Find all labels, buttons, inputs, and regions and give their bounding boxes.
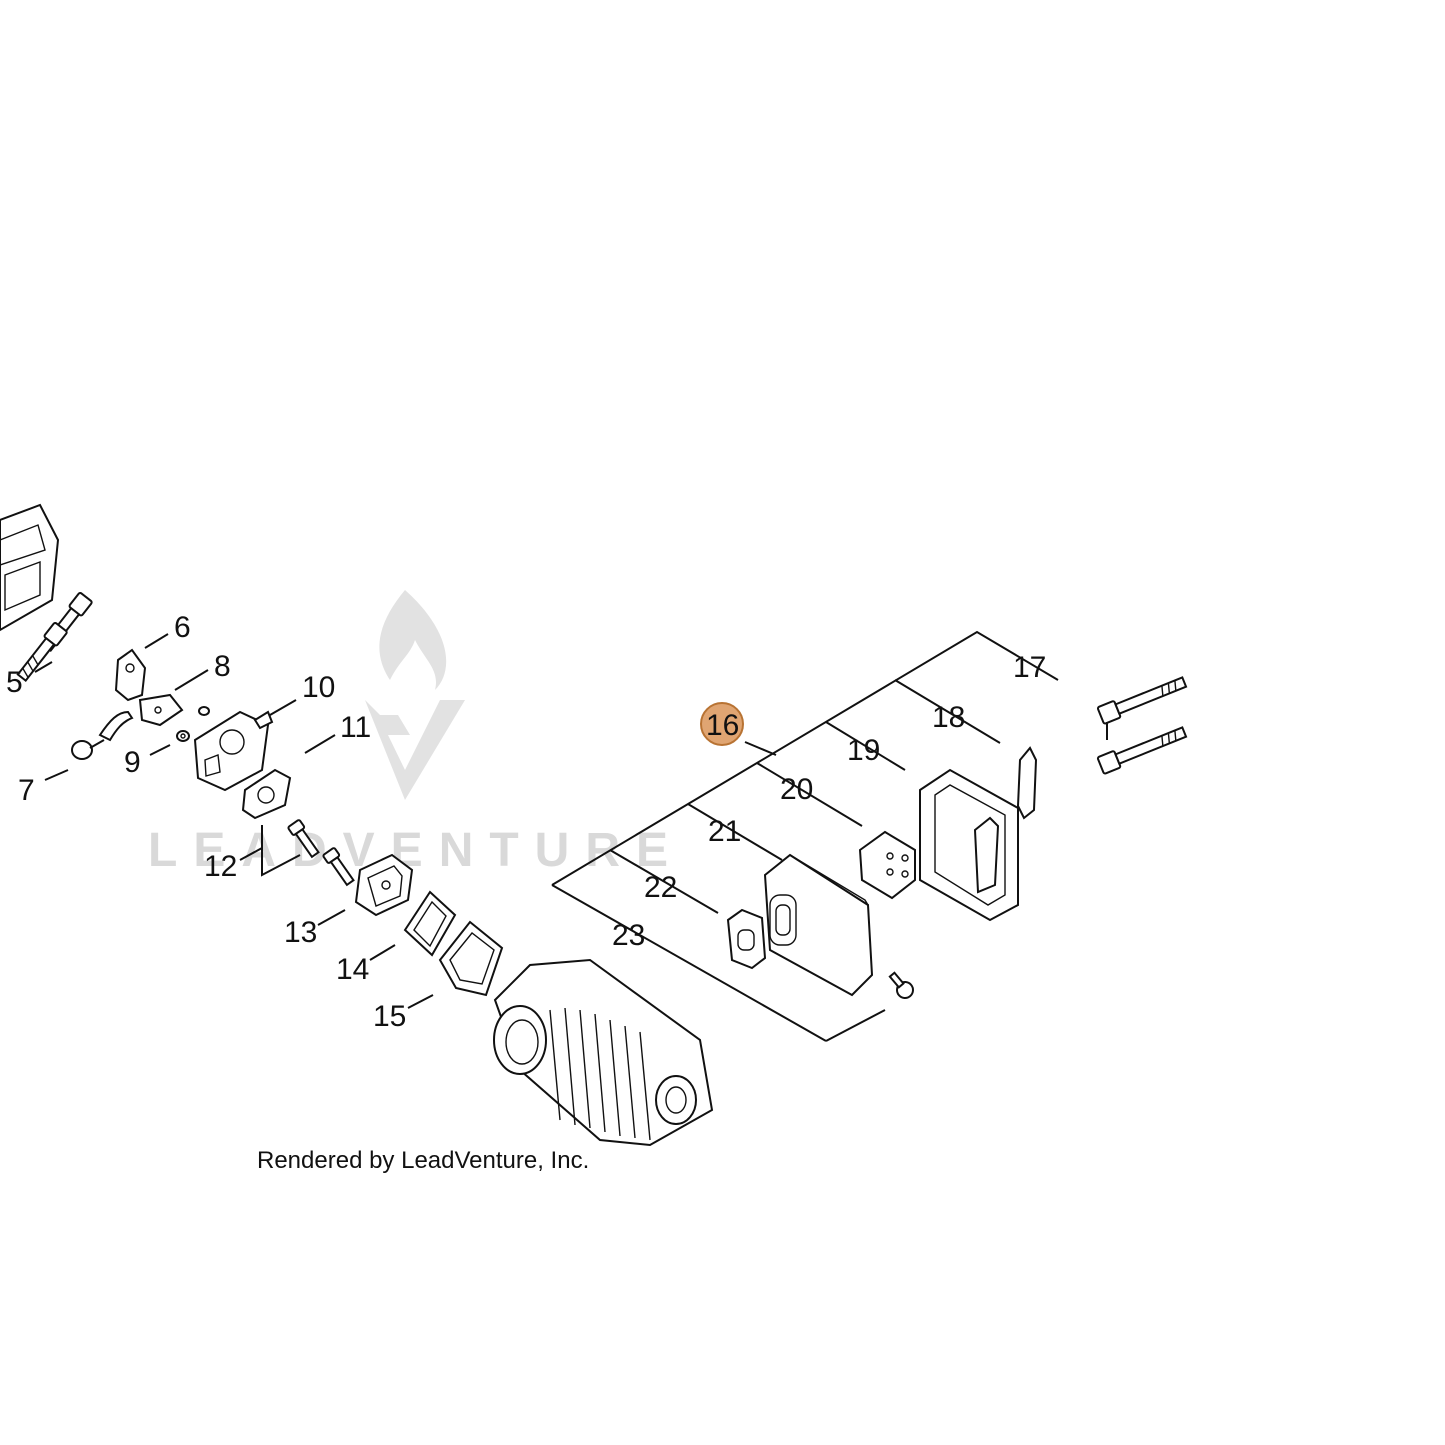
callout-23[interactable]: 23 [612, 919, 645, 952]
callout-label: 22 [644, 871, 677, 904]
leader-lines [34, 630, 1108, 1042]
callout-10[interactable]: 10 [302, 671, 335, 704]
callout-18[interactable]: 18 [932, 701, 965, 734]
callout-21[interactable]: 21 [708, 815, 741, 848]
muffler-body-part-21 [763, 853, 874, 997]
callout-label: 17 [1013, 651, 1046, 684]
callout-9[interactable]: 9 [124, 746, 141, 779]
bolt-pair-part-5 [16, 592, 93, 683]
callout-8[interactable]: 8 [214, 650, 231, 683]
callout-11[interactable]: 11 [340, 711, 371, 744]
callout-5[interactable]: 5 [6, 666, 23, 699]
callout-15[interactable]: 15 [373, 1000, 406, 1033]
callout-13[interactable]: 13 [284, 916, 317, 949]
callout-label: 9 [124, 746, 141, 779]
callout-label: 10 [302, 671, 335, 704]
callout-7[interactable]: 7 [18, 774, 35, 807]
bolt-pair-part-17 [1096, 676, 1188, 775]
callout-label: 19 [847, 734, 880, 767]
cylinder-part [493, 958, 714, 1147]
callout-label: 18 [932, 701, 965, 734]
plate-part-18 [1016, 746, 1038, 820]
callout-19[interactable]: 19 [847, 734, 880, 767]
callout-label: 14 [336, 953, 369, 986]
callout-label: 16 [706, 709, 739, 742]
callout-12[interactable]: 12 [204, 850, 237, 883]
callout-label: 11 [340, 711, 371, 744]
callouts: 5 6 7 8 9 10 11 12 13 14 15 [6, 611, 1046, 1033]
callout-label: 15 [373, 1000, 406, 1033]
primer-part-7 [71, 710, 134, 760]
callout-17[interactable]: 17 [1013, 651, 1046, 684]
carburetor-part [193, 710, 274, 792]
callout-label: 23 [612, 919, 645, 952]
callout-6[interactable]: 6 [174, 611, 191, 644]
callout-label: 8 [214, 650, 231, 683]
callout-14[interactable]: 14 [336, 953, 369, 986]
gasket-part-11 [241, 768, 292, 820]
manifold-part-13 [354, 853, 414, 917]
washer-part-9 [176, 730, 190, 742]
air-filter-housing [0, 503, 60, 632]
callout-20[interactable]: 20 [780, 773, 813, 806]
callout-22[interactable]: 22 [644, 871, 677, 904]
callout-label: 21 [708, 815, 741, 848]
bracket-part-6 [114, 648, 147, 702]
render-credit: Rendered by LeadVenture, Inc. [257, 1147, 589, 1174]
callout-label: 20 [780, 773, 813, 806]
callout-label: 12 [204, 850, 237, 883]
gasket-part-14 [403, 890, 457, 957]
plate-part-8 [138, 693, 210, 727]
callout-highlight-circle [700, 702, 744, 746]
callout-label: 13 [284, 916, 317, 949]
callout-label: 7 [18, 774, 35, 807]
gasket-part-15 [438, 920, 504, 997]
callout-label: 6 [174, 611, 191, 644]
callout-label: 5 [6, 666, 23, 699]
baffle-part-20 [858, 830, 916, 900]
callout-16-highlighted[interactable]: 16 [700, 702, 744, 746]
muffler-cover-part-19 [919, 768, 1019, 922]
screw-pair-part-12 [287, 819, 355, 887]
watermark-flame-logo [365, 590, 465, 800]
gasket-part-22 [726, 908, 767, 970]
screw-part-23 [888, 971, 914, 999]
